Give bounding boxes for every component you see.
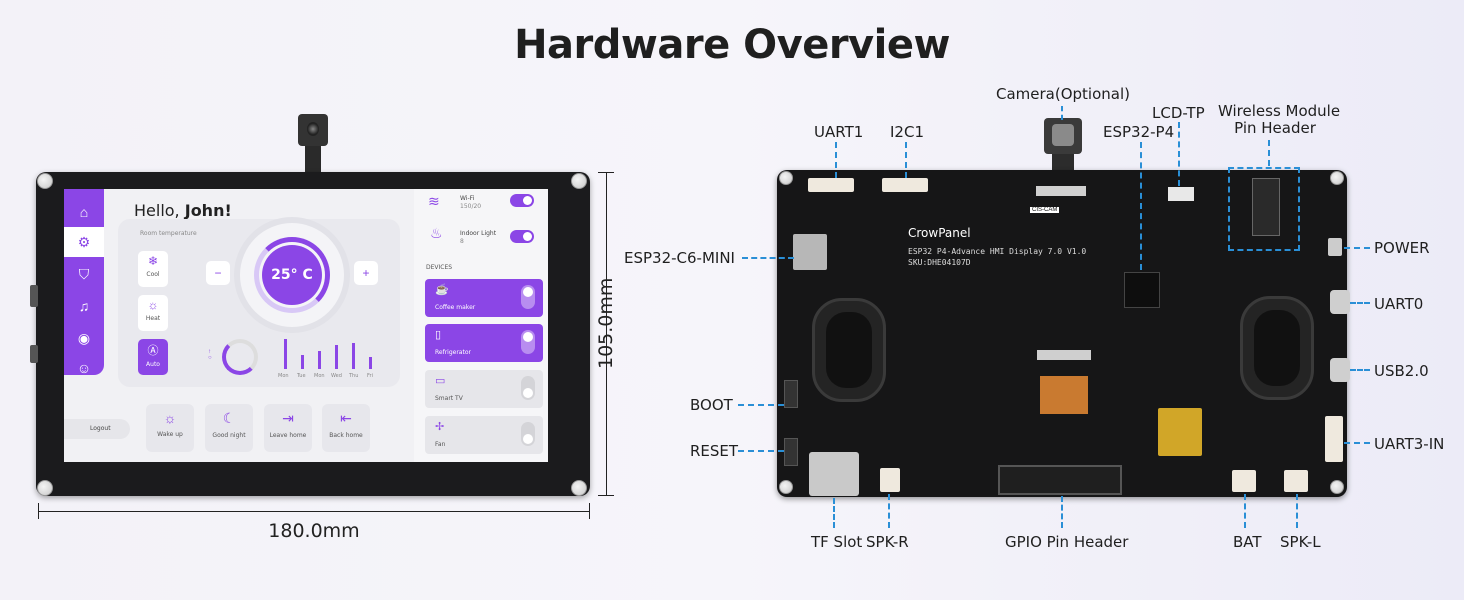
logout-button[interactable]: Logout [64, 419, 130, 439]
sidebar-item-settings-active[interactable] [64, 227, 104, 257]
bat-connector [1232, 470, 1256, 492]
indoor-light-value: 8 [460, 238, 464, 245]
camera-module [298, 114, 328, 176]
day-label: Mon [278, 373, 289, 379]
wifi-value: 150/20 [460, 203, 482, 210]
bell-icon[interactable]: ♫ [78, 298, 90, 314]
reset-button[interactable] [784, 438, 798, 466]
camera-fpc-connector [1036, 186, 1086, 196]
scene-wake-up[interactable]: ☼Wake up [146, 404, 194, 452]
width-dimension: 180.0mm [268, 520, 360, 542]
humidity-gauge [222, 339, 258, 375]
scene-leave-home[interactable]: ⇥Leave home [264, 404, 312, 452]
scene-good-night[interactable]: ☾Good night [205, 404, 253, 452]
minus-button[interactable]: − [206, 261, 230, 285]
esp32-p4-chip [1124, 272, 1160, 308]
sku-text: SKU:DHE04107D [908, 258, 971, 267]
label-uart3-in: UART3-IN [1374, 435, 1445, 453]
label-bat: BAT [1233, 533, 1262, 551]
room-temperature-label: Room temperature [140, 230, 197, 237]
users-icon[interactable]: ☺ [76, 360, 92, 376]
label-camera: Camera(Optional) [996, 85, 1130, 103]
label-esp32-p4: ESP32-P4 [1103, 123, 1175, 141]
label-boot: BOOT [690, 396, 733, 414]
greeting: Hello, John! [134, 201, 232, 220]
device-refrigerator[interactable]: ▯ Refrigerator [425, 324, 543, 362]
tf-slot [809, 452, 859, 496]
label-spk-l: SPK-L [1280, 533, 1321, 551]
label-power: POWER [1374, 239, 1430, 257]
boot-button[interactable] [784, 380, 798, 408]
touch-screen[interactable]: ⌂ ⚙ ⛉ ♫ ◉ ☺ Hello, John! Room temperatur… [64, 189, 548, 462]
wireless-pin-header [1228, 167, 1300, 251]
label-lcd-tp: LCD-TP [1152, 104, 1205, 122]
label-i2c1: I2C1 [890, 123, 924, 141]
width-dimension-line [38, 511, 590, 512]
label-esp32-c6: ESP32-C6-MINI [624, 249, 735, 267]
spk-l-connector [1284, 470, 1308, 492]
indoor-light-label: Indoor Light [460, 230, 497, 237]
esp32-c6-module [793, 234, 827, 270]
uart0-port [1330, 290, 1350, 314]
scene-back-home[interactable]: ⇤Back home [322, 404, 370, 452]
label-uart1: UART1 [814, 123, 864, 141]
device-smart-tv[interactable]: ▭ Smart TV [425, 370, 543, 408]
home-icon[interactable]: ⌂ [79, 204, 89, 220]
temperature-readout: 25° C [262, 245, 322, 305]
day-label: Fri [367, 373, 373, 379]
uart3-in-connector [1325, 416, 1343, 462]
height-dimension-line [606, 172, 607, 496]
mode-heat[interactable]: ☼Heat [138, 295, 168, 331]
gold-chip [1158, 408, 1202, 456]
sidebar-panel [64, 189, 104, 375]
height-dimension: 105.0mm [595, 277, 617, 369]
mode-cool[interactable]: ❄Cool [138, 251, 168, 287]
indoor-light-toggle[interactable] [510, 230, 534, 243]
gpio-header [998, 465, 1122, 495]
lcd-flex-cable [1040, 376, 1088, 414]
wifi-icon: ≋ [428, 193, 440, 209]
i2c1-connector [882, 178, 928, 192]
devices-header: DEVICES [426, 264, 453, 271]
device-fan[interactable]: ✢ Fan [425, 416, 543, 454]
day-label: Mon [314, 373, 325, 379]
label-uart0: UART0 [1374, 295, 1424, 313]
model-text: ESP32 P4-Advance HMI Display 7.0 V1.0 [908, 247, 1087, 256]
day-label: Tue [297, 373, 306, 379]
location-icon[interactable]: ◉ [77, 329, 91, 346]
brand-logo: CrowPanel [908, 226, 971, 240]
weekly-bars [280, 335, 380, 369]
label-reset: RESET [690, 442, 739, 460]
label-tf-slot: TF Slot [811, 533, 863, 551]
label-wireless-module: Wireless Module Pin Header [1218, 102, 1341, 137]
spk-r-connector [880, 468, 900, 492]
uart1-connector [808, 178, 854, 192]
wifi-label: Wi-Fi [460, 195, 475, 202]
device-coffee-maker[interactable]: ☕ Coffee maker [425, 279, 543, 317]
power-button[interactable] [1328, 238, 1342, 256]
page-title: Hardware Overview [514, 22, 950, 68]
plus-button[interactable]: + [354, 261, 378, 285]
label-usb20: USB2.0 [1374, 362, 1429, 380]
label-gpio-header: GPIO Pin Header [1005, 533, 1129, 551]
label-spk-r: SPK-R [866, 533, 909, 551]
day-label: Wed [331, 373, 342, 379]
day-label: Thu [349, 373, 359, 379]
lcd-tp-connector [1168, 187, 1194, 201]
usb20-port [1330, 358, 1350, 382]
shield-icon[interactable]: ⛉ [78, 265, 90, 282]
light-bulb-icon: ♨ [430, 225, 443, 241]
gear-icon[interactable]: ⚙ [77, 233, 91, 250]
wifi-toggle[interactable] [510, 194, 534, 207]
